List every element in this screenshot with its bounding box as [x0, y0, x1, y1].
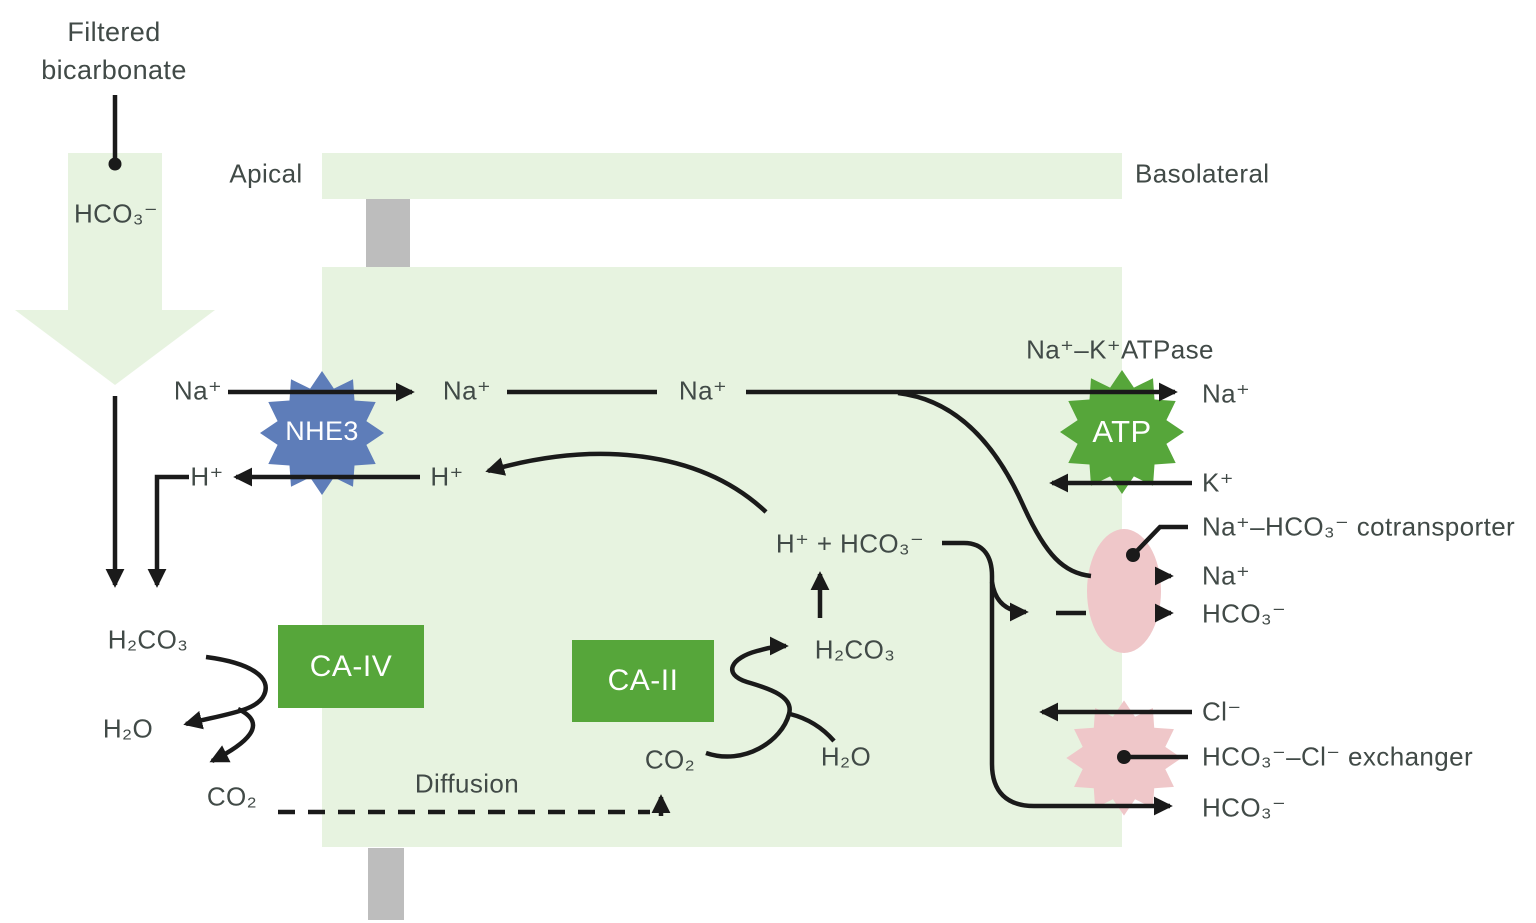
nhe3-label: NHE3	[285, 416, 359, 447]
curve-h-to-nhe3	[485, 451, 768, 514]
diffusion-label: Diffusion	[414, 768, 520, 799]
tight-junction-top	[366, 199, 410, 267]
h2co3-lumen-label: H₂CO₃	[107, 624, 189, 655]
cl-basolateral-in-label: Cl⁻	[1202, 696, 1242, 727]
curve-ca4-h2co3-to-h2o	[183, 654, 268, 730]
filtered-bicarbonate-label-line2: bicarbonate	[41, 55, 187, 86]
curve-ca2-co2-to-h2co3	[705, 636, 792, 759]
na-cell-label-1: Na⁺	[442, 375, 492, 406]
ca-iv-label: CA-IV	[309, 649, 393, 683]
filtered-bicarbonate-label-line1: Filtered	[67, 17, 161, 48]
arrow-h-lumen-down	[147, 474, 189, 588]
hco3-basolateral-out-cotransporter-label: HCO₃⁻	[1202, 598, 1287, 629]
curve-ca2-h2o-branch	[789, 711, 836, 743]
ca-ii-label: CA-II	[607, 664, 679, 697]
curve-na-to-cotransporter	[897, 390, 1092, 579]
h2co3-cell-label: H₂CO₃	[814, 634, 896, 665]
apical-label: Apical	[229, 158, 303, 189]
na-basolateral-out-cotransporter-label: Na⁺	[1202, 560, 1251, 591]
ca-ii-enzyme-box: CA-II	[572, 640, 714, 722]
h2o-lumen-label: H₂O	[102, 713, 154, 744]
na-hco3-cotransporter-shape	[1087, 529, 1161, 653]
arrow-hco3-to-cotransporter	[989, 581, 1029, 622]
co2-lumen-label: CO₂	[206, 781, 258, 812]
exchanger-name-label: HCO₃⁻–Cl⁻ exchanger	[1202, 741, 1474, 772]
apical-membrane-strip	[322, 153, 1122, 199]
na-basolateral-out-pump-label: Na⁺	[1202, 378, 1251, 409]
filtered-bicarbonate-flow-arrow	[15, 153, 215, 385]
tubule-cell-body	[322, 267, 1122, 847]
basolateral-label: Basolateral	[1135, 158, 1270, 189]
ca-iv-enzyme-box: CA-IV	[278, 625, 424, 708]
h-cell-label: H⁺	[430, 461, 464, 492]
tight-junction-bottom	[368, 848, 404, 920]
atp-label: ATP	[1092, 413, 1152, 449]
hco3-basolateral-out-exchanger-label: HCO₃⁻	[1202, 792, 1287, 823]
na-k-atpase-name-label: Na⁺–K⁺ATPase	[1026, 334, 1214, 365]
leader-cotransporter	[1131, 524, 1188, 557]
co2-cell-label: CO₂	[644, 744, 696, 775]
big-arrow-hco3-label: HCO₃⁻	[73, 198, 159, 229]
leader-dot-cotransporter	[1126, 548, 1140, 562]
curve-ca4-co2-branch	[209, 706, 256, 764]
h2o-cell-label: H₂O	[820, 741, 872, 772]
cotransporter-name-label: Na⁺–HCO₃⁻ cotransporter	[1202, 511, 1516, 542]
k-basolateral-in-label: K⁺	[1202, 467, 1234, 498]
leader-dot-filtered	[108, 157, 122, 171]
leader-dot-exchanger	[1117, 750, 1131, 764]
h-lumen-label: H⁺	[190, 461, 224, 492]
na-cell-label-2: Na⁺	[678, 375, 728, 406]
na-lumen-label: Na⁺	[173, 375, 223, 406]
curve-hco3-to-exchanger	[942, 540, 1173, 816]
h-plus-hco3-cell-label: H⁺ + HCO₃⁻	[775, 528, 925, 559]
